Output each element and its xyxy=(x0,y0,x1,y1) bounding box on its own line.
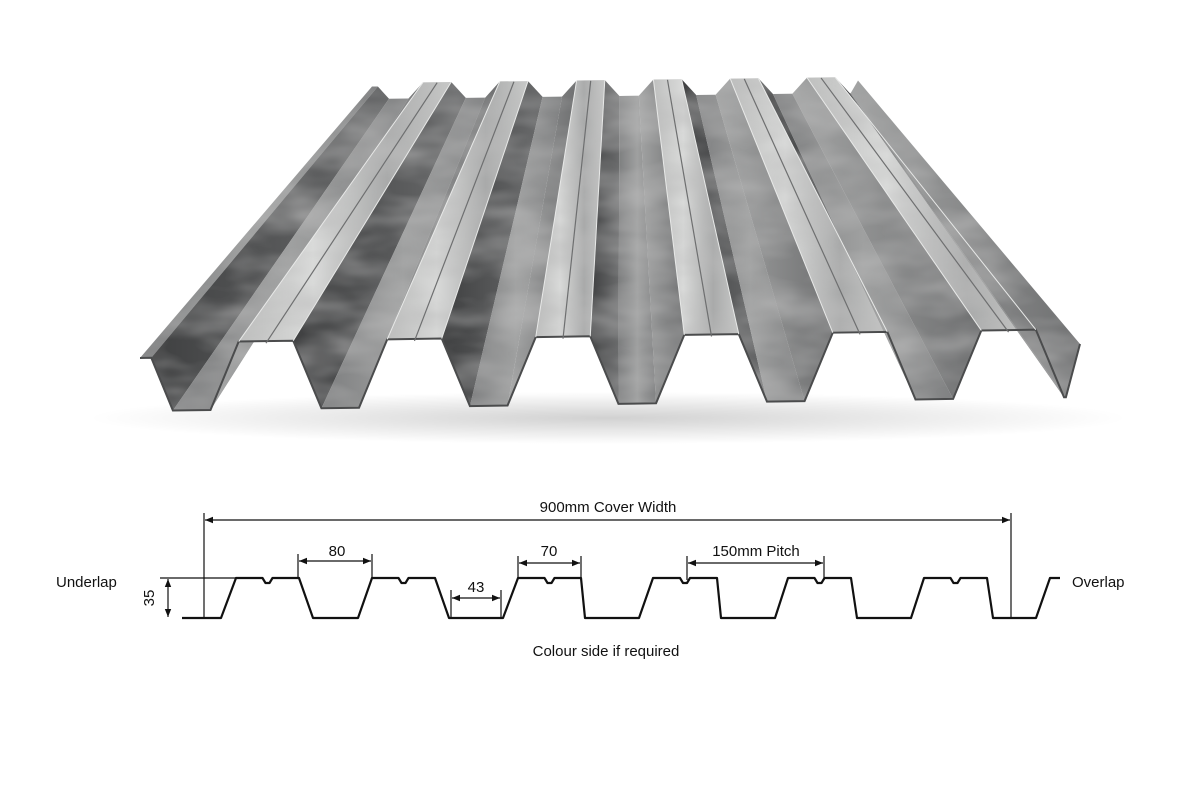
height-label: 35 xyxy=(141,590,158,607)
sheet-ridge-highlight xyxy=(238,82,424,342)
sheet-web-face-texture xyxy=(715,78,833,402)
sheet-ridge-highlight xyxy=(834,76,1037,330)
sheet-trough-face-texture xyxy=(849,93,1066,398)
sheet-crown-face-texture xyxy=(535,80,605,338)
crown-width-label: 80 xyxy=(329,543,346,560)
sheet-ridge-highlight xyxy=(681,79,740,335)
sheet-crown-face-texture xyxy=(387,81,529,340)
sheet-front-edge xyxy=(139,328,1081,412)
sheet-ridge-highlight xyxy=(535,80,578,338)
sheet-stiffener-groove xyxy=(666,79,713,337)
sheet-stiffener-groove xyxy=(265,82,438,344)
sheet-web-face-texture xyxy=(441,81,543,407)
underlap-label: Underlap xyxy=(56,574,117,591)
sheet-web-face-texture xyxy=(507,80,577,406)
crown-width-dimension: 80 xyxy=(297,543,373,578)
pitch-label: 150mm Pitch xyxy=(712,543,800,560)
sheet-crown-face-texture xyxy=(730,78,888,333)
sheet-web-face-texture xyxy=(151,86,390,411)
sheet-stiffener-groove xyxy=(820,77,1010,333)
sheet-texture xyxy=(140,77,1080,411)
sheet-ridge-highlight xyxy=(757,78,888,333)
sheet-stiffener-groove xyxy=(562,80,592,339)
sheet-crown-face-texture xyxy=(653,79,739,335)
sheet-trough-face-texture xyxy=(469,96,563,407)
sheet-trough-face-texture xyxy=(696,94,805,402)
sheet-shadow xyxy=(88,392,1128,444)
sheet-stiffener-groove xyxy=(413,81,515,342)
sheet-trough-face-texture xyxy=(618,95,657,404)
sheet-trough-face-texture xyxy=(772,93,954,400)
sheet-ridge-highlight xyxy=(652,79,685,335)
sheet-web-face-texture xyxy=(850,80,1080,398)
colour-side-label: Colour side if required xyxy=(533,643,680,660)
cover-width-label: 900mm Cover Width xyxy=(540,499,677,516)
sheet-trough-face-texture xyxy=(321,97,486,409)
sheet-web-face-texture xyxy=(681,79,767,402)
sheet-ridge-highlight xyxy=(589,80,606,337)
sheet-web-face-texture xyxy=(792,77,982,399)
overlap-label: Overlap xyxy=(1072,574,1125,591)
sheet-edges xyxy=(139,76,1081,412)
pitch-dimension: 150mm Pitch xyxy=(686,543,825,580)
sheet-web-face-texture xyxy=(638,79,685,404)
crown-top-width-dimension: 70 xyxy=(517,543,582,578)
sheet-web-face-texture xyxy=(293,82,466,409)
sheet-trough-face-texture xyxy=(172,98,409,411)
sheet-ridge-highlight xyxy=(729,78,834,333)
sheet-render xyxy=(88,76,1128,444)
crown-top-width-label: 70 xyxy=(541,543,558,560)
sheet-ridge-highlight xyxy=(806,77,982,331)
sheet-trough-face-texture xyxy=(140,86,378,358)
trough-width-dimension: 43 xyxy=(450,579,502,617)
sheet-crown-face-texture xyxy=(238,82,452,342)
cover-width-dimension: 900mm Cover Width xyxy=(203,499,1012,617)
profile-section: 900mm Cover Width 80 70 43 1 xyxy=(56,499,1125,660)
sheet-ridge-highlight xyxy=(441,80,529,339)
height-dimension: 35 xyxy=(141,577,236,617)
sheet-web-face-texture xyxy=(590,80,620,404)
sheet-stiffener-groove xyxy=(743,78,861,335)
sheet-ridge-highlight xyxy=(386,81,501,340)
profile-outline xyxy=(182,576,1060,620)
sheet-ridge-highlight xyxy=(292,81,452,341)
trough-width-label: 43 xyxy=(468,579,485,596)
